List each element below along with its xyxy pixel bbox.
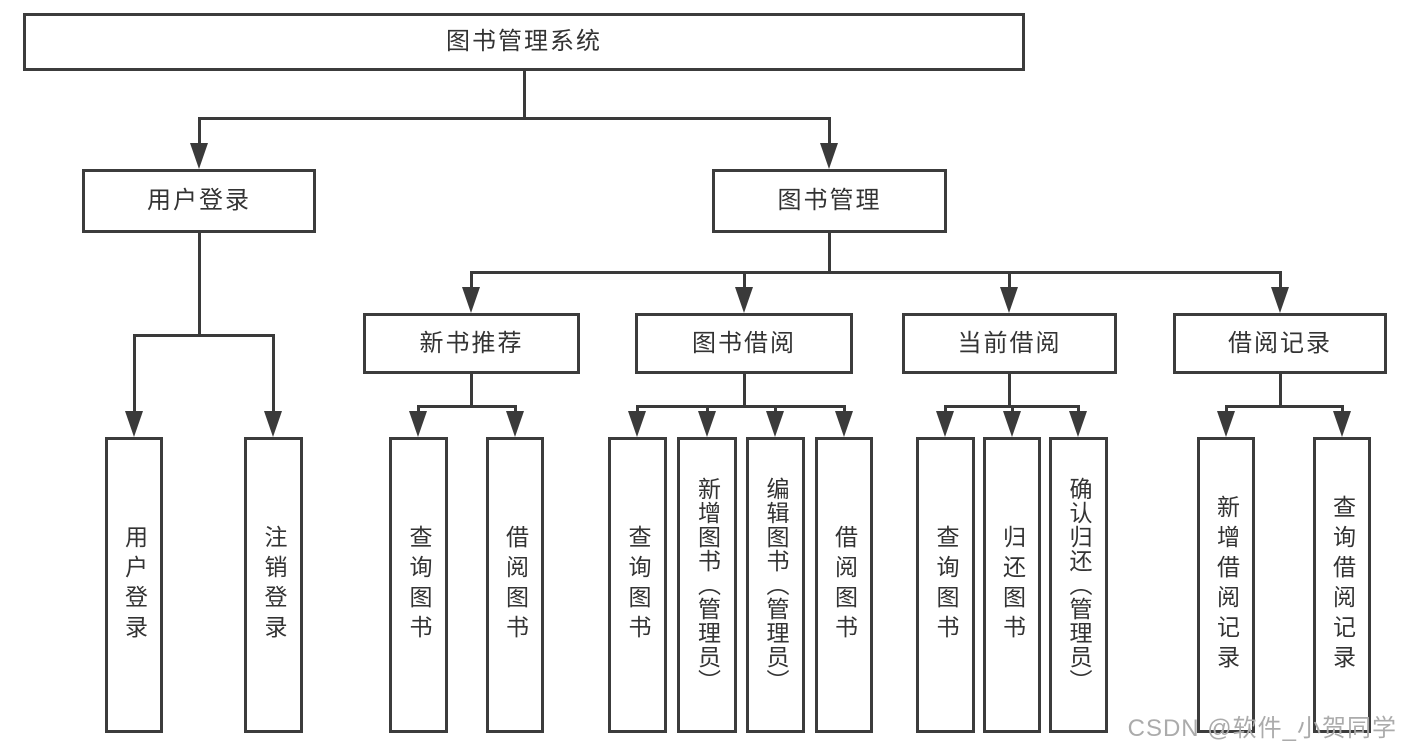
arrow-down-icon [698,411,716,437]
arrow-down-icon [1000,287,1018,313]
node-book-borrowing: 图书借阅 [635,313,853,374]
connector-line [271,335,275,413]
connector-line [827,118,831,145]
connector-line [132,335,136,413]
node-leaf-add-books: 新增图书（管理员） [677,437,737,733]
connector-line [416,406,420,413]
node-label: 借阅记录 [1228,329,1332,357]
arrow-down-icon [409,411,427,437]
arrow-down-icon [766,411,784,437]
node-leaf-query-borrow-record: 查询借阅记录 [1313,437,1371,733]
node-label: 新增图书（管理员） [694,477,721,693]
node-leaf-edit-books: 编辑图书（管理员） [746,437,805,733]
node-borrowing-records: 借阅记录 [1173,313,1387,374]
connector-line [742,374,746,408]
connector-line [705,406,709,413]
connector-line [1076,406,1080,413]
arrow-down-icon [936,411,954,437]
node-label: 查询图书 [625,525,651,645]
connector-line [1340,406,1344,413]
connector-line [132,333,275,337]
node-leaf-query-books-3: 查询图书 [916,437,975,733]
arrow-down-icon [1003,411,1021,437]
arrow-down-icon [820,143,838,169]
node-leaf-confirm-return: 确认归还（管理员） [1049,437,1108,733]
node-leaf-borrow-books-1: 借阅图书 [486,437,544,733]
node-label: 用户登录 [147,187,251,214]
node-label: 查询借阅记录 [1329,495,1356,675]
node-leaf-user-login: 用户登录 [105,437,163,733]
connector-line [635,406,639,413]
connector-line [197,116,831,120]
connector-line [522,71,526,120]
connector-line [842,406,846,413]
arrow-down-icon [1217,411,1235,437]
node-label: 图书管理 [777,187,882,214]
arrow-down-icon [1271,287,1289,313]
connector-line [197,233,201,337]
connector-line [1007,374,1011,408]
node-label: 图书管理系统 [446,28,602,55]
connector-line [1007,272,1011,289]
arrow-down-icon [1069,411,1087,437]
node-root: 图书管理系统 [23,13,1025,71]
watermark: CSDN @软件_小贺同学 [1127,715,1397,742]
node-label: 图书借阅 [692,329,796,357]
arrow-down-icon [190,143,208,169]
connector-line [1224,404,1344,408]
node-current-borrowing: 当前借阅 [902,313,1117,374]
node-label: 编辑图书（管理员） [763,477,789,693]
connector-line [469,374,473,408]
connector-line [635,404,846,408]
arrow-down-icon [125,411,143,437]
connector-line [943,406,947,413]
node-leaf-query-books-1: 查询图书 [389,437,448,733]
node-label: 用户登录 [121,525,148,645]
arrow-down-icon [628,411,646,437]
connector-line [1010,406,1014,413]
arrow-down-icon [462,287,480,313]
arrow-down-icon [1333,411,1351,437]
connector-line [1278,272,1282,289]
node-leaf-borrow-books-2: 借阅图书 [815,437,873,733]
arrow-down-icon [506,411,524,437]
node-new-book-recommend: 新书推荐 [363,313,580,374]
connector-line [773,406,777,413]
node-label: 确认归还（管理员） [1066,477,1092,693]
node-label: 当前借阅 [957,329,1062,357]
node-label: 注销登录 [261,525,287,645]
arrow-down-icon [735,287,753,313]
connector-line [827,233,831,274]
connector-line [1224,406,1228,413]
node-user-login: 用户登录 [82,169,316,233]
connector-line [197,118,201,145]
node-leaf-query-books-2: 查询图书 [608,437,667,733]
arrow-down-icon [264,411,282,437]
node-leaf-add-borrow-record: 新增借阅记录 [1197,437,1255,733]
node-leaf-return-books: 归还图书 [983,437,1041,733]
node-label: 借阅图书 [831,525,858,645]
connector-line [469,270,1282,274]
node-label: 查询图书 [933,525,959,645]
node-label: 查询图书 [406,525,432,645]
node-book-management: 图书管理 [712,169,947,233]
connector-line [469,272,473,289]
arrow-down-icon [835,411,853,437]
connector-line [416,404,517,408]
node-label: 归还图书 [999,525,1026,645]
node-label: 借阅图书 [502,525,529,645]
connector-line [1278,374,1282,408]
connector-line [513,406,517,413]
node-label: 新书推荐 [419,329,524,357]
node-leaf-logout: 注销登录 [244,437,303,733]
connector-line [742,272,746,289]
node-label: 新增借阅记录 [1213,495,1240,675]
